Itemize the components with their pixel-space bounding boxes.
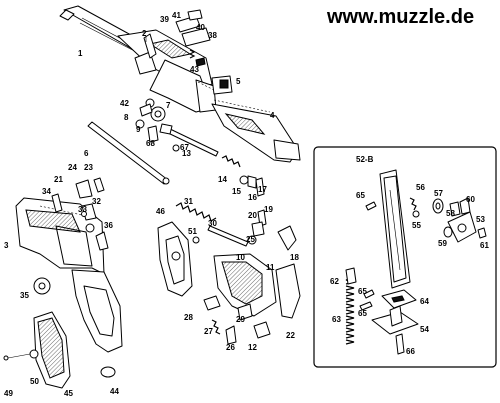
callout-26: 26 (226, 343, 235, 352)
callout-22: 22 (286, 331, 295, 340)
callout-53: 53 (476, 215, 485, 224)
callout-38: 38 (208, 31, 217, 40)
callout-63: 63 (332, 315, 341, 324)
callout-65a: 65 (356, 191, 365, 200)
part-5 (211, 75, 233, 95)
callout-58: 58 (446, 209, 455, 218)
callout-45: 45 (64, 389, 73, 398)
callout-36: 36 (104, 221, 113, 230)
callout-30: 30 (208, 219, 217, 228)
callout-12: 12 (248, 343, 257, 352)
callout-60: 60 (466, 195, 475, 204)
callout-1: 1 (78, 49, 83, 58)
callout-68: 68 (146, 139, 155, 148)
callout-52b: 52-B (356, 155, 374, 164)
callout-51: 51 (188, 227, 197, 236)
callout-28: 28 (184, 313, 193, 322)
callout-32: 32 (92, 197, 101, 206)
parts-19-20 (251, 209, 267, 237)
magazine-inset (313, 146, 497, 368)
firing-pin (159, 123, 219, 157)
callout-43: 43 (190, 65, 199, 74)
callout-54: 54 (420, 325, 429, 334)
small-parts-7-68 (135, 98, 180, 152)
site-url-header: www.muzzle.de (327, 6, 475, 28)
recoil-rod (87, 121, 170, 185)
lanyard-ring (100, 366, 116, 378)
callout-15: 15 (232, 187, 241, 196)
callout-3: 3 (4, 241, 9, 250)
callout-41: 41 (172, 11, 181, 20)
callout-21: 21 (54, 175, 63, 184)
callout-66: 66 (406, 347, 415, 356)
callout-31: 31 (184, 197, 193, 206)
callout-50: 50 (30, 377, 39, 386)
callout-65c: 65 (358, 309, 367, 318)
callout-64: 64 (420, 297, 429, 306)
callout-49: 49 (4, 389, 13, 398)
callout-56: 56 (416, 183, 425, 192)
lock-assembly (213, 225, 301, 319)
callout-6: 6 (84, 149, 89, 158)
callout-62: 62 (330, 277, 339, 286)
callout-8: 8 (124, 113, 129, 122)
callout-24: 24 (68, 163, 77, 172)
callout-13: 13 (182, 149, 191, 158)
callout-20: 20 (248, 211, 257, 220)
callout-61: 61 (480, 241, 489, 250)
part-30-rod (192, 225, 257, 247)
callout-44: 44 (110, 387, 119, 396)
callout-7: 7 (166, 101, 171, 110)
hammer-parts (51, 177, 109, 251)
callout-35: 35 (20, 291, 29, 300)
callout-18: 18 (290, 253, 299, 262)
callout-4: 4 (270, 111, 275, 120)
callout-25: 25 (246, 235, 255, 244)
callout-5: 5 (236, 77, 241, 86)
callout-67: 67 (180, 143, 189, 152)
callout-14: 14 (218, 175, 227, 184)
callout-2: 2 (142, 29, 147, 38)
callout-34: 34 (42, 187, 51, 196)
callout-17: 17 (258, 185, 267, 194)
callout-55: 55 (412, 221, 421, 230)
grip-screw (3, 349, 39, 361)
part-46-frame (157, 221, 193, 297)
spring-31 (175, 202, 217, 222)
callout-16: 16 (248, 193, 257, 202)
callout-10: 10 (236, 253, 245, 262)
frame-part (15, 197, 123, 353)
springs-14-17 (221, 155, 265, 197)
part-35-knob (33, 277, 51, 295)
callout-11: 11 (266, 263, 275, 272)
rear-sight-parts (175, 9, 211, 67)
callout-labels: 1 2 3 4 5 6 7 8 9 10 11 12 13 14 15 16 1… (4, 11, 489, 398)
extractor-part (143, 33, 157, 59)
callout-23: 23 (84, 163, 93, 172)
callout-42: 42 (120, 99, 129, 108)
callout-9: 9 (136, 125, 141, 134)
callout-27: 27 (204, 327, 213, 336)
parts-12-29 (203, 295, 271, 345)
callout-59: 59 (438, 239, 447, 248)
callout-40: 40 (196, 23, 205, 32)
callout-46: 46 (156, 207, 165, 216)
callout-33: 33 (78, 205, 87, 214)
callout-19: 19 (264, 205, 273, 214)
callout-65b: 65 (358, 287, 367, 296)
receiver-assembly (149, 59, 217, 113)
callout-39: 39 (160, 15, 169, 24)
bolt-part (211, 99, 301, 163)
callout-57: 57 (434, 189, 443, 198)
grip-panel (33, 311, 71, 389)
callout-29: 29 (236, 315, 245, 324)
